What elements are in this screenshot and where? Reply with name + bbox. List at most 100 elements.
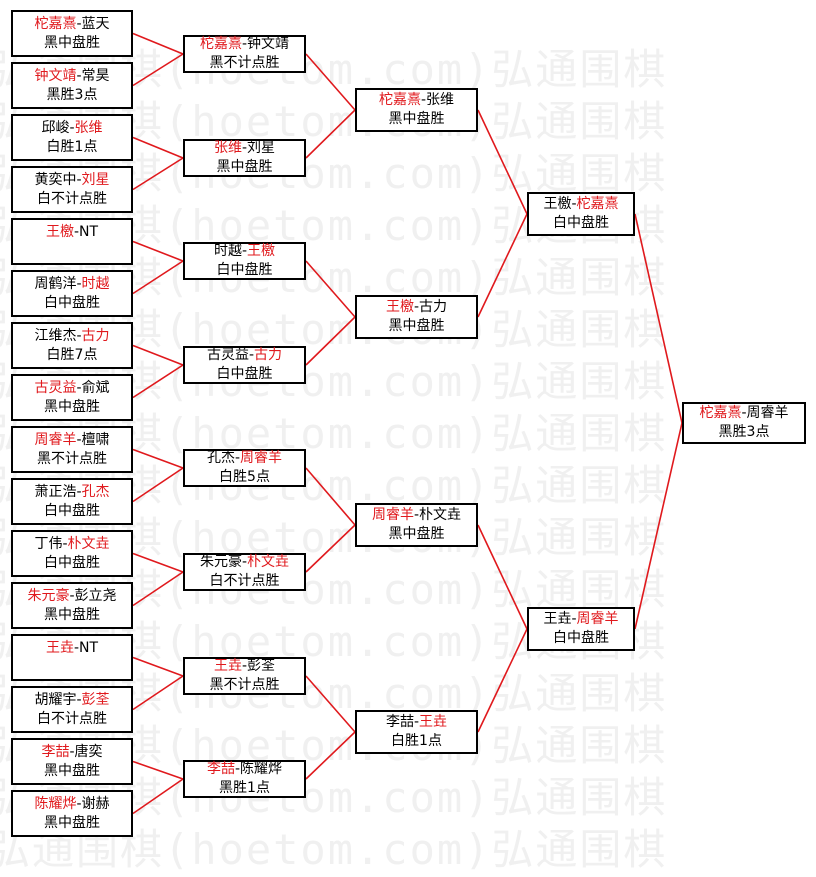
match-box: 柁嘉熹-蓝天黑中盘胜 [11, 10, 133, 57]
separator: - [76, 691, 82, 708]
match-players: 张维-刘星 [185, 139, 304, 158]
separator: - [413, 507, 420, 523]
player-black: 江维杰 [34, 327, 77, 344]
player-white: 周睿羊 [576, 611, 619, 627]
match-result: 黑中盘胜 [216, 159, 273, 175]
player-white: 唐奕 [74, 743, 103, 760]
bracket-lines [132, 32, 683, 815]
player-white: NT [79, 639, 99, 656]
player-black: 王檄 [385, 299, 414, 315]
player-white: 王檄 [247, 243, 276, 259]
separator: - [241, 554, 248, 570]
match-result: 白不计点胜 [37, 710, 107, 727]
separator: - [76, 379, 82, 396]
match-players: 陈耀烨-谢赫 [13, 795, 131, 814]
player-white: 柁嘉熹 [576, 196, 619, 212]
match-box: 邱峻-张维白胜1点 [11, 114, 133, 161]
player-black: 邱峻 [41, 119, 70, 136]
match-players: 胡耀宇-彭荃 [13, 691, 131, 710]
match-result: 黑不计点胜 [209, 677, 280, 693]
match-box: 李喆-唐奕黑中盘胜 [11, 738, 133, 785]
match-box: 钟文靖-常昊黑胜3点 [11, 62, 133, 109]
player-white: 周睿羊 [240, 450, 283, 466]
bracket-connector [132, 467, 184, 503]
player-white: 时越 [81, 275, 110, 292]
match-box: 王垚-周睿羊白中盘胜 [527, 607, 635, 651]
match-result: 白不计点胜 [209, 573, 280, 589]
match-result: 白中盘胜 [553, 630, 609, 646]
player-black: 李喆 [206, 761, 235, 777]
match-players: 黄奕中-刘星 [13, 171, 131, 190]
match-result: 黑中盘胜 [44, 398, 100, 415]
separator: - [62, 535, 68, 552]
player-black: 李喆 [385, 714, 414, 730]
match-players: 王檄-NT [13, 223, 131, 242]
match-box: 张维-刘星黑中盘胜 [183, 139, 306, 177]
match-players: 古灵益-俞斌 [13, 379, 131, 398]
match-players: 丁伟-朴文垚 [13, 535, 131, 554]
bracket-connector [305, 316, 356, 366]
match-box: 李喆-陈耀烨黑胜1点 [183, 760, 306, 798]
match-result: 黑中盘胜 [44, 762, 100, 779]
bracket-connector [477, 524, 528, 630]
separator: - [241, 658, 248, 674]
match-result: 白胜5点 [219, 469, 270, 485]
match-box: 王垚-NT [11, 634, 133, 681]
bracket-connector [132, 136, 184, 159]
separator: - [241, 140, 248, 156]
match-players: 周睿羊-朴文垚 [357, 506, 476, 525]
separator: - [76, 15, 82, 32]
player-white: 古力 [81, 327, 110, 344]
player-black: 陈耀烨 [34, 795, 77, 812]
match-players: 江维杰-古力 [13, 327, 131, 346]
bracket-connector [305, 731, 356, 780]
separator: - [234, 450, 241, 466]
match-box: 周睿羊-朴文垚黑中盘胜 [355, 503, 478, 547]
match-box: 丁伟-朴文垚白中盘胜 [11, 530, 133, 577]
separator: - [69, 587, 75, 604]
separator: - [413, 299, 420, 315]
match-box: 王檄-NT [11, 218, 133, 265]
match-result: 白中盘胜 [216, 262, 273, 278]
match-result: 白胜7点 [46, 346, 98, 363]
match-result [13, 242, 131, 261]
match-result [13, 658, 131, 677]
match-result: 黑胜3点 [46, 86, 98, 103]
match-result: 白中盘胜 [44, 294, 100, 311]
player-white: 俞斌 [81, 379, 110, 396]
player-black: 周睿羊 [371, 507, 414, 523]
bracket-connector [132, 53, 184, 87]
player-black: 周鹤洋 [34, 275, 77, 292]
player-black: 钟文靖 [34, 67, 77, 84]
match-players: 柁嘉熹-周睿羊 [684, 404, 804, 423]
separator: - [420, 92, 427, 108]
player-white: 周睿羊 [746, 405, 789, 421]
player-white: 常昊 [81, 67, 110, 84]
match-box: 王檄-古力黑中盘胜 [355, 295, 478, 339]
player-black: 黄奕中 [34, 171, 77, 188]
match-result: 黑不计点胜 [37, 450, 107, 467]
player-white: 朴文垚 [67, 535, 110, 552]
separator: - [76, 431, 82, 448]
separator: - [73, 639, 80, 656]
player-black: 柁嘉熹 [378, 92, 421, 108]
separator: - [69, 119, 75, 136]
match-result: 白中盘胜 [553, 215, 609, 231]
player-white: 钟文靖 [247, 36, 290, 52]
match-players: 李喆-唐奕 [13, 743, 131, 762]
match-box: 周睿羊-檀啸黑不计点胜 [11, 426, 133, 473]
match-box: 王檄-柁嘉熹白中盘胜 [527, 192, 635, 236]
bracket-connector [305, 675, 356, 733]
player-black: 柁嘉熹 [699, 405, 742, 421]
match-players: 周鹤洋-时越 [13, 275, 131, 294]
match-players: 柁嘉熹-蓝天 [13, 15, 131, 34]
player-white: NT [79, 223, 99, 240]
separator: - [248, 347, 255, 363]
bracket-connector [132, 760, 184, 780]
player-black: 王垚 [543, 611, 572, 627]
match-result: 白胜1点 [46, 138, 98, 155]
match-box: 胡耀宇-彭荃白不计点胜 [11, 686, 133, 733]
match-result: 白中盘胜 [44, 502, 100, 519]
match-players: 钟文靖-常昊 [13, 67, 131, 86]
bracket-connector [477, 109, 528, 215]
